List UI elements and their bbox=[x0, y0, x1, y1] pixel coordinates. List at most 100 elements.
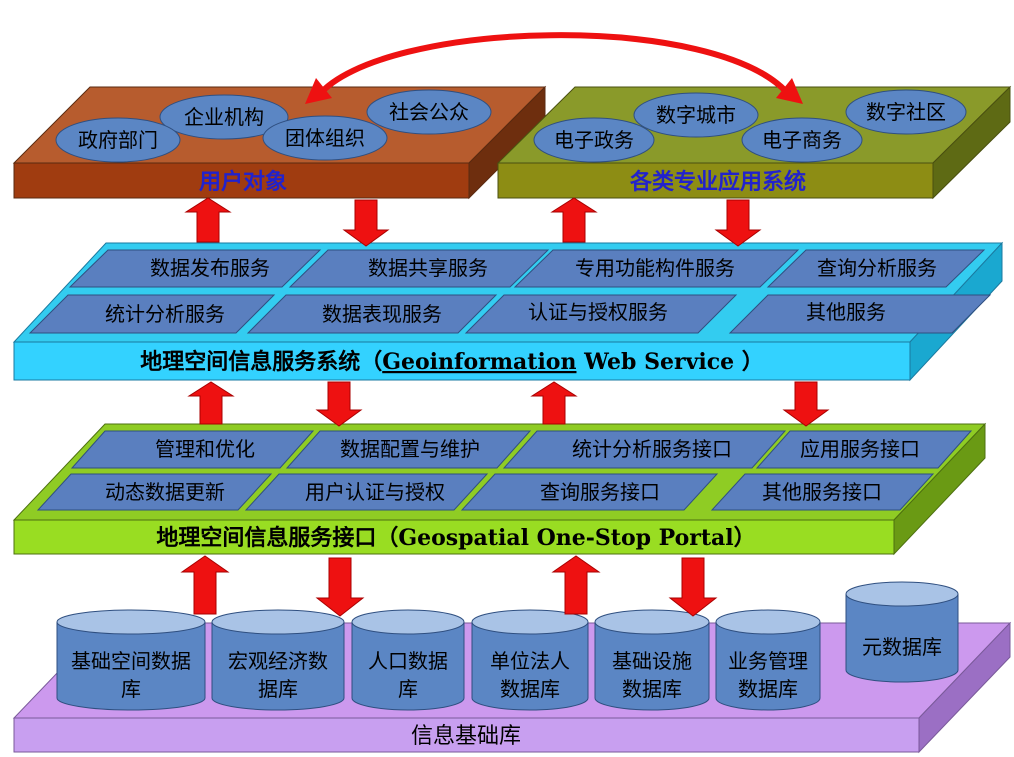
users-item-public: 社会公众 bbox=[389, 100, 469, 124]
top-arc-left-head bbox=[305, 78, 332, 104]
down-arrow bbox=[782, 381, 830, 427]
db-label-line1: 元数据库 bbox=[862, 635, 942, 659]
users-layer: 用户对象 企业机构 社会公众 政府部门 团体组织 bbox=[12, 85, 547, 200]
service-layer-label: 地理空间信息服务系统（Geoinformation Web Service ） bbox=[140, 349, 764, 375]
service-panel-3 bbox=[513, 249, 800, 288]
service-panel-7 bbox=[464, 294, 738, 334]
db-label-line2: 数据库 bbox=[500, 677, 560, 701]
users-item-organization: 团体组织 bbox=[285, 126, 365, 150]
service-item-5: 统计分析服务 bbox=[105, 302, 225, 326]
service-item-8: 其他服务 bbox=[806, 300, 886, 324]
db-infrastructure: 基础设施 数据库 bbox=[594, 609, 710, 711]
interface-panel-1 bbox=[70, 430, 315, 469]
apps-front-face bbox=[497, 162, 934, 199]
top-double-arrow bbox=[305, 32, 803, 104]
up-arrow bbox=[551, 555, 601, 615]
apps-item-digital-city: 数字城市 bbox=[656, 103, 736, 127]
down-arrow bbox=[342, 199, 390, 247]
base-layer-label: 信息基础库 bbox=[411, 724, 521, 749]
down-arrow bbox=[315, 557, 365, 617]
users-ellipse-government bbox=[55, 117, 181, 163]
interface-panel-5 bbox=[36, 473, 273, 511]
up-arrow bbox=[530, 381, 578, 425]
top-arc-right-head bbox=[776, 78, 803, 104]
db-label-line2: 据库 bbox=[258, 677, 298, 701]
users-ellipse-enterprise bbox=[159, 94, 289, 140]
up-arrow bbox=[184, 197, 232, 243]
service-item-2: 数据共享服务 bbox=[368, 256, 488, 280]
arrows bbox=[180, 197, 830, 617]
db-label-line1: 宏观经济数 bbox=[228, 649, 328, 673]
db-label-line2: 数据库 bbox=[622, 677, 682, 701]
down-arrow bbox=[668, 557, 718, 617]
service-front-face bbox=[13, 341, 911, 381]
interface-panel-6 bbox=[244, 473, 489, 511]
interface-panel-7 bbox=[460, 473, 719, 511]
service-panel-1 bbox=[68, 249, 322, 288]
apps-ellipse-egov bbox=[533, 117, 655, 163]
interface-item-4: 应用服务接口 bbox=[800, 437, 920, 461]
down-arrow bbox=[315, 381, 363, 427]
users-item-government: 政府部门 bbox=[78, 128, 158, 152]
interface-item-3: 统计分析服务接口 bbox=[572, 437, 732, 461]
db-legal-entity: 单位法人 数据库 bbox=[471, 609, 589, 711]
up-arrow bbox=[180, 555, 230, 615]
users-ellipse-public bbox=[366, 89, 492, 135]
down-arrow bbox=[714, 199, 762, 247]
interface-panel-4 bbox=[755, 430, 973, 469]
interface-item-7: 查询服务接口 bbox=[540, 480, 660, 504]
interface-panel-3 bbox=[502, 430, 787, 469]
interface-item-6: 用户认证与授权 bbox=[305, 480, 445, 504]
db-macro-economy: 宏观经济数 据库 bbox=[211, 609, 345, 711]
apps-layer: 各类专业应用系统 数字城市 数字社区 电子政务 电子商务 bbox=[496, 85, 1012, 200]
up-arrow bbox=[187, 381, 235, 425]
interface-panel-8 bbox=[710, 473, 935, 511]
db-population: 人口数据 库 bbox=[351, 609, 465, 711]
apps-ellipse-ecommerce bbox=[741, 117, 863, 163]
service-item-4: 查询分析服务 bbox=[817, 256, 937, 280]
up-arrow bbox=[550, 197, 598, 243]
interface-item-5: 动态数据更新 bbox=[105, 480, 225, 504]
db-label-line1: 基础设施 bbox=[612, 649, 692, 673]
service-item-6: 数据表现服务 bbox=[322, 302, 442, 326]
service-item-7: 认证与授权服务 bbox=[528, 300, 668, 324]
db-metadata: 元数据库 bbox=[845, 581, 959, 683]
db-label-line2: 库 bbox=[398, 677, 418, 701]
users-front-face bbox=[13, 162, 470, 199]
db-label-line1: 业务管理 bbox=[728, 649, 808, 673]
users-ellipse-organization bbox=[262, 115, 388, 161]
interface-item-8: 其他服务接口 bbox=[762, 480, 882, 504]
interface-layer-label: 地理空间信息服务接口（Geospatial One-Stop Portal） bbox=[156, 525, 755, 551]
apps-item-digital-community: 数字社区 bbox=[866, 100, 946, 124]
interface-front-face bbox=[13, 519, 895, 555]
service-panel-5 bbox=[28, 294, 276, 334]
db-label-line1: 基础空间数据 bbox=[71, 649, 191, 673]
service-panel-8 bbox=[728, 294, 992, 334]
interface-item-1: 管理和优化 bbox=[155, 437, 255, 461]
service-panel-4 bbox=[766, 249, 986, 288]
users-layer-label: 用户对象 bbox=[199, 169, 287, 195]
db-basic-spatial: 基础空间数据 库 bbox=[56, 609, 206, 711]
apps-ellipse-digital-city bbox=[633, 92, 759, 138]
apps-ellipse-digital-community bbox=[845, 89, 967, 135]
service-panel-6 bbox=[246, 294, 498, 334]
db-label-line2: 库 bbox=[121, 677, 141, 701]
db-label-line1: 人口数据 bbox=[368, 649, 448, 673]
interface-item-2: 数据配置与维护 bbox=[340, 437, 480, 461]
top-arc bbox=[315, 32, 793, 98]
apps-layer-label: 各类专业应用系统 bbox=[629, 169, 806, 195]
db-business-management: 业务管理 数据库 bbox=[715, 609, 821, 711]
interface-panel-2 bbox=[285, 430, 532, 469]
service-layer: 地理空间信息服务系统（Geoinformation Web Service ） … bbox=[12, 241, 1004, 382]
service-item-1: 数据发布服务 bbox=[150, 256, 270, 280]
apps-item-ecommerce: 电子商务 bbox=[762, 128, 842, 152]
base-front-face bbox=[13, 717, 920, 753]
apps-item-egov: 电子政务 bbox=[554, 128, 634, 152]
db-label-line1: 单位法人 bbox=[490, 649, 570, 673]
service-item-3: 专用功能构件服务 bbox=[575, 256, 735, 280]
users-item-enterprise: 企业机构 bbox=[184, 105, 264, 129]
interface-layer: 地理空间信息服务接口（Geospatial One-Stop Portal） 管… bbox=[12, 422, 987, 556]
db-label-line2: 数据库 bbox=[738, 677, 798, 701]
